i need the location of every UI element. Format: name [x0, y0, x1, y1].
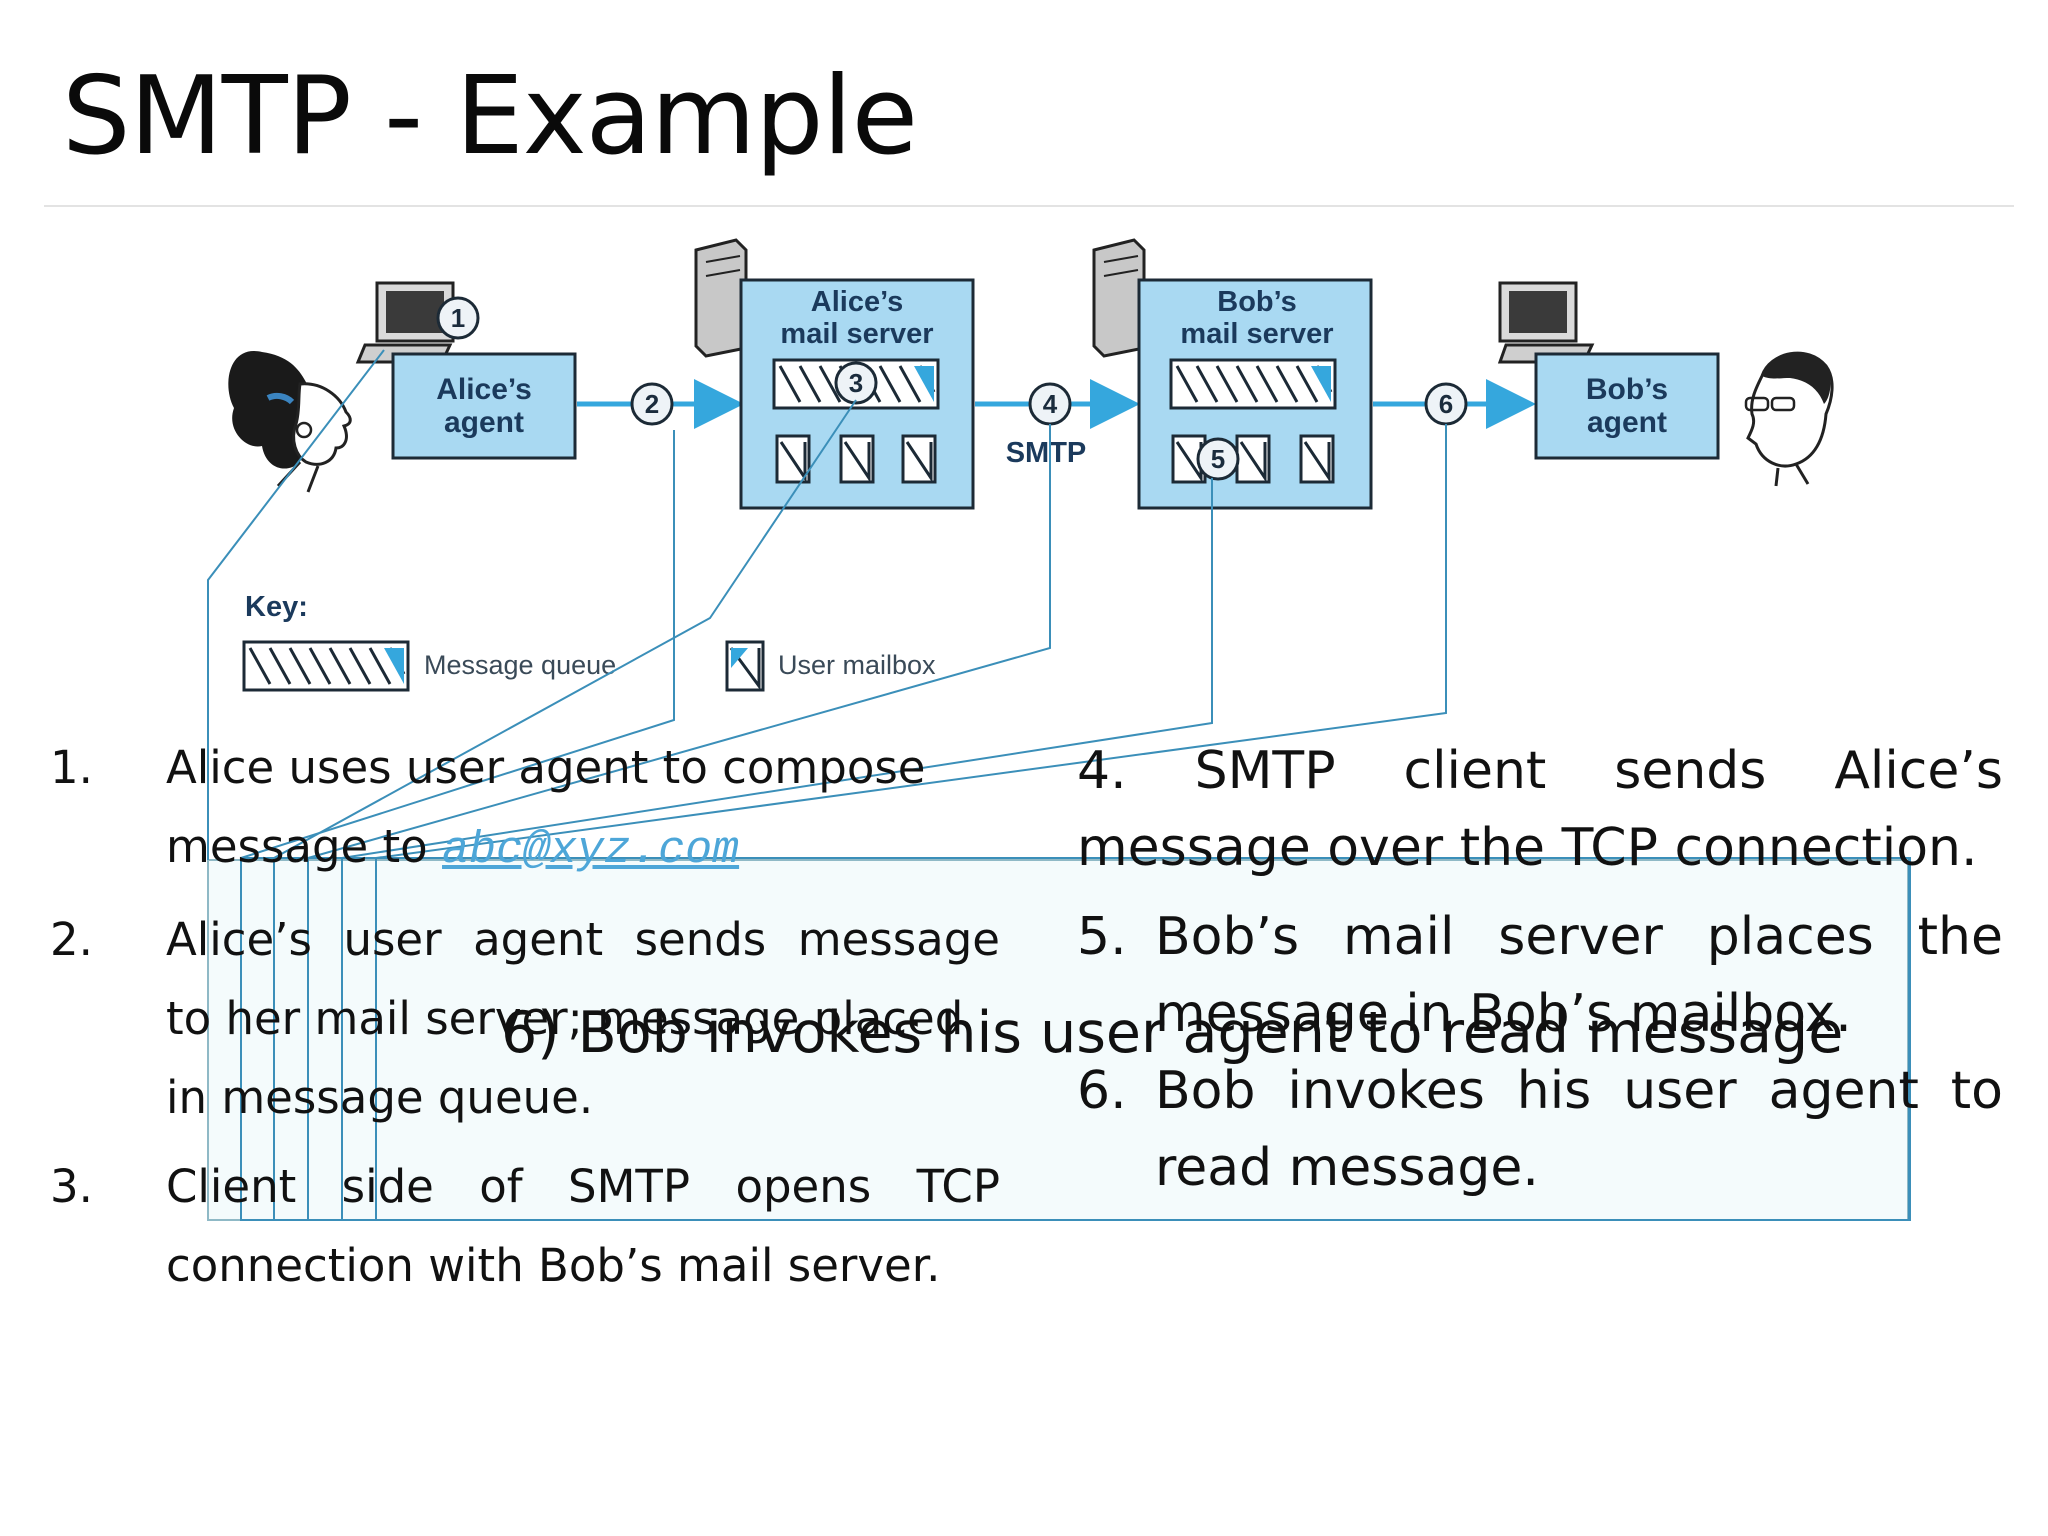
bob-message-queue-icon: [1169, 358, 1337, 410]
leader-lines: [207, 349, 1447, 860]
key-message-queue-icon: [242, 640, 410, 692]
step-6-callout: 6) Bob invokes his user agent to read me…: [501, 1000, 1844, 1066]
step-6-line-1: Bob invokes his user agent to: [1155, 1061, 2003, 1121]
svg-text:5: 5: [1211, 444, 1225, 474]
step-6-badge: 6: [1424, 382, 1468, 426]
step-item-3: 3. Client side of SMTP opens TCP connect…: [50, 1147, 1000, 1305]
svg-text:1: 1: [451, 303, 465, 333]
bob-server-label-2: mail server: [1180, 318, 1333, 350]
step-1-line-1: Alice uses user agent to compose: [166, 741, 926, 794]
step-3-badge: 3: [834, 361, 878, 405]
step-item-6: 6. Bob invokes his user agent to read me…: [1077, 1053, 2003, 1207]
step-4-line-2: message over the TCP connection.: [1077, 818, 1978, 878]
email-link[interactable]: abc@xyz.com: [442, 825, 740, 876]
step-marker-1: 1.: [50, 741, 93, 794]
key-user-mailbox-label: User mailbox: [778, 650, 936, 680]
alice-person-icon: [228, 351, 352, 493]
step-6-line-2: read message.: [1155, 1138, 1539, 1198]
step-2-line-1: Alice’s user agent sends message: [166, 913, 1000, 966]
svg-text:4: 4: [1043, 389, 1058, 419]
step-3-line-2: connection with Bob’s mail server.: [166, 1239, 941, 1292]
svg-text:2: 2: [645, 389, 659, 419]
steps-list-right: 4. SMTP client sends Alice’s message ove…: [1077, 733, 2003, 1207]
step-5-badge: 5: [1196, 437, 1240, 481]
alice-server-tower-icon: [694, 238, 748, 358]
step-5-line-1: Bob’s mail server places the: [1155, 907, 2003, 967]
step-marker-4: 4.: [1077, 741, 1127, 801]
bob-server-tower-icon: [1092, 238, 1146, 358]
smtp-label: SMTP: [1006, 437, 1087, 469]
step-1-text: message to: [166, 820, 428, 873]
step-marker-3: 3.: [50, 1160, 93, 1213]
step-marker-6: 6.: [1077, 1061, 1127, 1121]
step-4-line-1: 4. SMTP client sends Alice’s: [1077, 733, 2003, 810]
alice-agent-label-1: Alice’s: [436, 373, 532, 406]
step-2-line-3: in message queue.: [166, 1071, 594, 1124]
alice-computer-icon: [355, 281, 455, 364]
step-item-4: 4. SMTP client sends Alice’s message ove…: [1077, 733, 2003, 887]
step-item-5: 5. Bob’s mail server places the message …: [1077, 899, 2003, 1053]
alice-agent-label-2: agent: [444, 406, 524, 439]
steps-list-left: 1. Alice uses user agent to compose mess…: [50, 728, 1000, 1305]
bob-agent-label-1: Bob’s: [1586, 373, 1668, 406]
svg-text:6: 6: [1439, 389, 1453, 419]
key-message-queue-label: Message queue: [424, 650, 616, 680]
step-marker-2: 2.: [50, 913, 93, 966]
svg-text:3: 3: [849, 368, 863, 398]
bob-agent-label-2: agent: [1587, 406, 1667, 439]
bob-agent-box: [1534, 352, 1720, 460]
slide-title: SMTP - Example: [62, 54, 918, 179]
alice-server-label-1: Alice’s: [811, 286, 903, 318]
overlay-panel: [207, 857, 1911, 1221]
step-3-line-1: Client side of SMTP opens TCP: [166, 1160, 1000, 1213]
title-divider: [44, 205, 2014, 207]
alice-agent-box: [391, 352, 577, 460]
key-user-mailbox-icon: [725, 640, 765, 692]
bob-server-label-1: Bob’s: [1217, 286, 1296, 318]
bob-person-icon: [1744, 351, 1834, 487]
step-item-1: 1. Alice uses user agent to compose mess…: [50, 728, 1000, 890]
bob-user-mailboxes-icon: [1171, 434, 1335, 484]
step-5-line-2: message in Bob’s mailbox.: [1155, 984, 1852, 1044]
step-4-text: SMTP client sends Alice’s: [1194, 741, 2003, 801]
step-2-line-2: to her mail server; message placed: [166, 992, 964, 1045]
alice-server-label-2: mail server: [780, 318, 933, 350]
step-marker-5: 5.: [1077, 907, 1127, 967]
alice-user-mailboxes-icon: [775, 434, 937, 484]
step-1-badge: 1: [436, 296, 480, 340]
step-4-badge: 4: [1028, 382, 1072, 426]
step-item-2: 2. Alice’s user agent sends message to h…: [50, 900, 1000, 1137]
step-2-badge: 2: [630, 382, 674, 426]
step-1-line-2: message to abc@xyz.com: [166, 807, 1000, 890]
bob-computer-icon: [1497, 281, 1595, 364]
key-title: Key:: [245, 591, 308, 623]
